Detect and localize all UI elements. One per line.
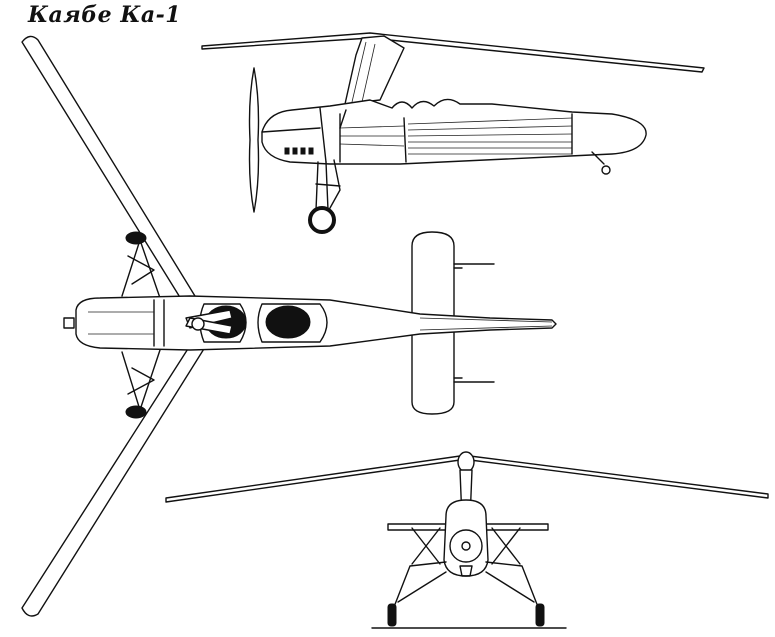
top-wheel-right [125,405,147,419]
top-wheel-left [125,231,147,245]
top-view [21,35,557,617]
side-rotor-blade [201,32,705,73]
side-propeller [248,67,260,213]
rear-cockpit [265,305,311,339]
top-spinner [63,317,75,329]
exhaust-port-1 [284,147,290,155]
top-rotor-hub [191,317,205,331]
front-rotor-blade-left [165,455,461,503]
top-rotor-blade-upper [21,35,207,321]
front-spinner [461,541,471,551]
front-wheel-right [535,603,545,627]
tail-wheel [601,165,611,175]
front-rotor-hub [457,451,475,473]
top-rotor-blade-lower [21,329,213,617]
drawing-title: Каябе Ка-1 [28,2,182,28]
exhaust-port-3 [300,147,306,155]
front-rotor-blade-right [469,455,769,499]
side-rotor-pylon [344,35,405,105]
side-view [201,32,705,234]
side-main-wheel [308,206,336,234]
exhaust-port-4 [308,147,314,155]
front-view [165,451,769,629]
front-wheel-left [387,603,397,627]
exhaust-port-2 [292,147,298,155]
